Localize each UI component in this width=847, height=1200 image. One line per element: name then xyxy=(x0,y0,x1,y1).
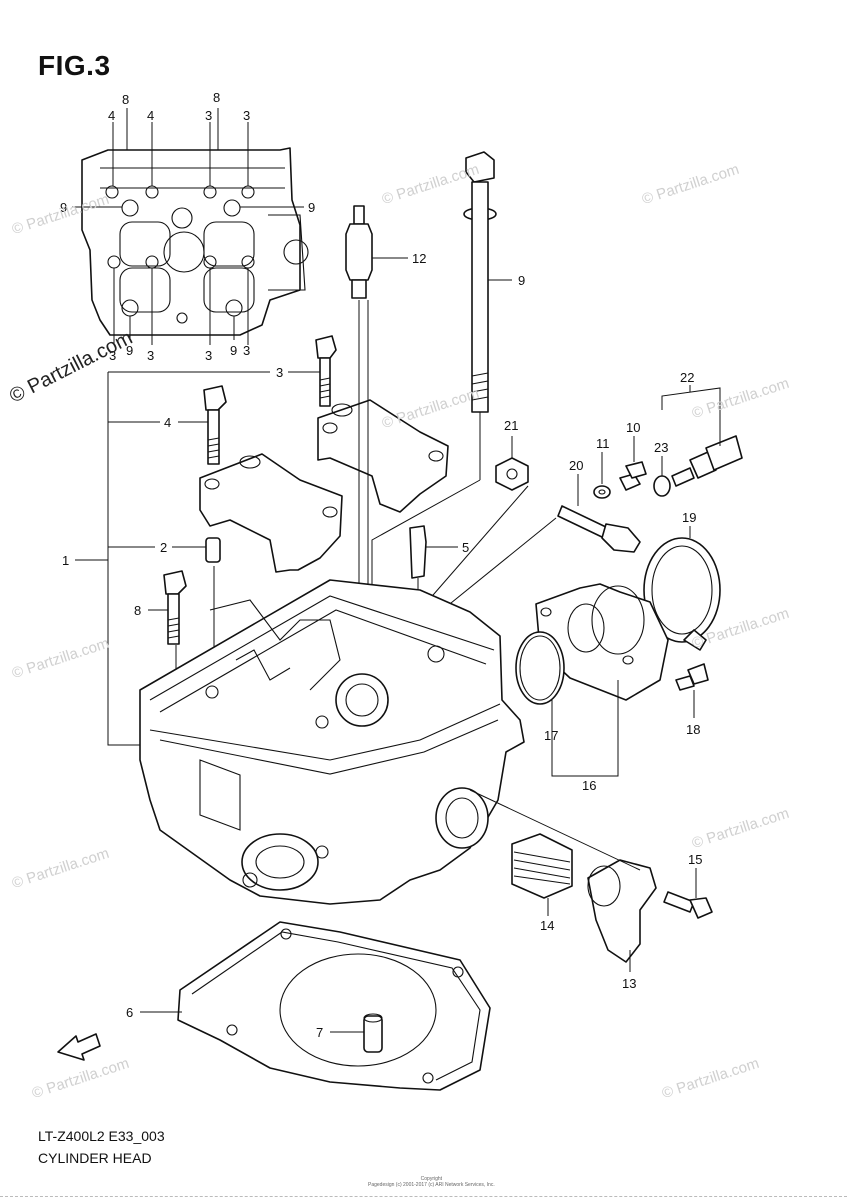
callout-4: 4 xyxy=(164,415,171,430)
intake-clamp-19 xyxy=(643,526,721,651)
o-ring-23 xyxy=(653,456,671,497)
thermostat-14 xyxy=(511,833,573,916)
camshaft-holder-rear xyxy=(317,399,449,513)
spark-plug-12 xyxy=(345,205,408,299)
callout-15: 15 xyxy=(688,852,702,867)
callout-6: 6 xyxy=(126,1005,133,1020)
callout-22: 22 xyxy=(680,370,694,385)
valve-guide-5 xyxy=(409,525,458,579)
callout-5: 5 xyxy=(462,540,469,555)
inset-callout-top-3b: 3 xyxy=(243,108,250,123)
inset-callout-left-9: 9 xyxy=(60,200,67,215)
cylinder-head-body xyxy=(139,579,525,905)
inset-callout-bottom-9a: 9 xyxy=(126,343,133,358)
camshaft-holder-front xyxy=(199,453,343,573)
diagram-caption: CYLINDER HEAD xyxy=(38,1150,152,1166)
stud-bolt-9 xyxy=(463,151,512,413)
bolt-8 xyxy=(148,570,187,645)
footer-line-1: Copyright xyxy=(420,1176,443,1182)
callout-23: 23 xyxy=(654,440,668,455)
bolt-15 xyxy=(663,868,713,919)
washer-11 xyxy=(593,452,611,499)
intake-pipe-16 xyxy=(535,583,669,777)
o-ring-17 xyxy=(515,631,565,726)
callout-1: 1 xyxy=(62,553,69,568)
callout-21: 21 xyxy=(504,418,518,433)
bolt-4 xyxy=(178,385,227,465)
callout-7: 7 xyxy=(316,1025,323,1040)
callout-17: 17 xyxy=(544,728,558,743)
fig-title: FIG.3 xyxy=(38,50,111,81)
inset-callout-bottom-3c: 3 xyxy=(205,348,212,363)
temp-sensor-22 xyxy=(661,385,743,487)
footer-line-2: Pagedesign (c) 2001-2017 (c) ARI Network… xyxy=(368,1182,495,1188)
callout-18: 18 xyxy=(686,722,700,737)
head-gasket-6 xyxy=(140,921,491,1091)
callout-16: 16 xyxy=(582,778,596,793)
inset-callout-top-8b: 8 xyxy=(213,90,220,105)
callout-20: 20 xyxy=(569,458,583,473)
dowel-pin-7 xyxy=(330,1013,383,1053)
model-code: LT-Z400L2 E33_003 xyxy=(38,1128,165,1144)
bolt-18 xyxy=(675,663,709,718)
inset-callout-top-4b: 4 xyxy=(147,108,154,123)
inset-callout-right-9: 9 xyxy=(308,200,315,215)
bolt-20 xyxy=(557,474,641,553)
inset-top-view xyxy=(72,108,309,345)
callout-8: 8 xyxy=(134,603,141,618)
callout-3: 3 xyxy=(276,365,283,380)
callout-9: 9 xyxy=(518,273,525,288)
callout-10: 10 xyxy=(626,420,640,435)
bolt-10 xyxy=(619,436,647,491)
callout-13: 13 xyxy=(622,976,636,991)
thermostat-cap-13 xyxy=(469,789,657,972)
inset-callout-bottom-3a: 3 xyxy=(109,348,116,363)
callout-19: 19 xyxy=(682,510,696,525)
dowel-pin-2 xyxy=(172,537,221,563)
callout-12: 12 xyxy=(412,251,426,266)
fwd-arrow-icon xyxy=(57,1033,101,1061)
footer-copyright: Copyright Pagedesign (c) 2001-2017 (c) A… xyxy=(368,1176,495,1188)
inset-callout-bottom-3b: 3 xyxy=(147,348,154,363)
inset-callout-top-8a: 8 xyxy=(122,92,129,107)
bolt-3 xyxy=(288,335,337,407)
inset-callout-top-4a: 4 xyxy=(108,108,115,123)
callout-14: 14 xyxy=(540,918,554,933)
callout-2: 2 xyxy=(160,540,167,555)
bottom-dashed-divider xyxy=(0,1196,847,1197)
inset-callout-bottom-3d: 3 xyxy=(243,343,250,358)
callout-11: 11 xyxy=(596,436,610,451)
inset-callout-top-3a: 3 xyxy=(205,108,212,123)
nut-21 xyxy=(495,436,529,491)
assembly-bracket-1 xyxy=(75,371,270,746)
inset-callout-bottom-9b: 9 xyxy=(230,343,237,358)
